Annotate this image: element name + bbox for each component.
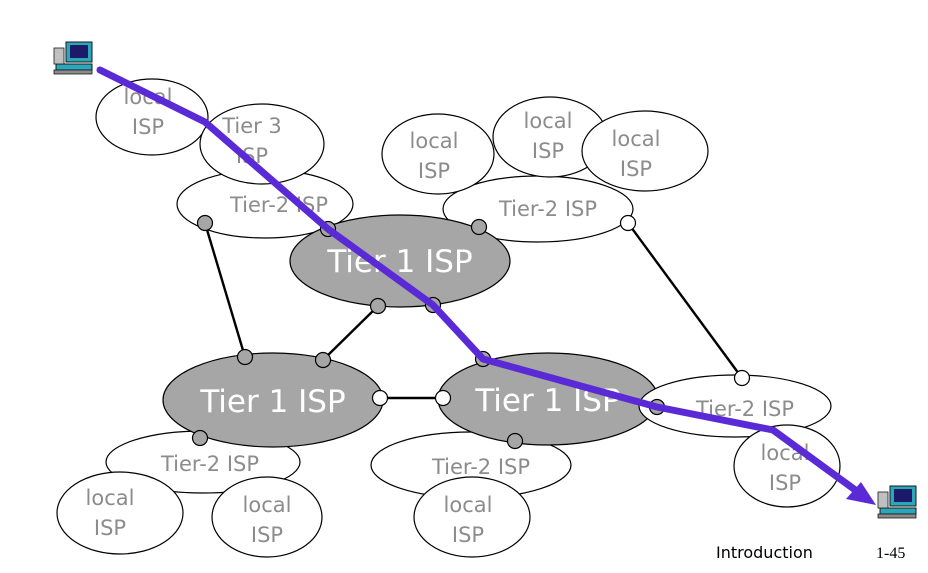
local-isp-label-line1: local (524, 109, 573, 133)
local-isp-label-line2: ISP (532, 139, 564, 163)
computer-icon (877, 485, 917, 519)
tier2-isp-label: Tier-2 ISP (431, 455, 530, 479)
router (369, 297, 387, 315)
local-isp-label-line1: local (86, 486, 135, 510)
tier2-isp-top-left: Tier-2 ISP (176, 169, 354, 239)
router (236, 348, 254, 366)
tier1-label: Tier 1 ISP (199, 384, 345, 420)
local-isp-label-line2: ISP (620, 157, 652, 181)
link-tier2-tl-to-tier1-bl (203, 222, 247, 358)
route-path (96, 66, 862, 496)
local-isp-label-line1: local (410, 129, 459, 153)
link-tier2-tr-to-tier2-br (627, 222, 743, 379)
local-isp-label-line1: local (444, 493, 493, 517)
tier2-isp-bottom-right: Tier-2 ISP (638, 374, 832, 438)
router (470, 218, 488, 236)
router (371, 389, 389, 407)
local-isp-top-right-a: local ISP (381, 113, 495, 195)
tier1-label: Tier 1 ISP (326, 244, 472, 280)
router (196, 214, 214, 232)
local-isp-label-line2: ISP (418, 159, 450, 183)
local-isp-label-line2: ISP (452, 523, 484, 547)
link-tier1-top-to-tier1-bl (322, 305, 379, 361)
router (191, 429, 209, 447)
tier3-label-line1: Tier 3 (221, 114, 282, 138)
local-isp-label-line1: local (612, 127, 661, 151)
computer-icon (53, 41, 93, 75)
local-isp-bottom-left-b: local ISP (211, 476, 323, 558)
route-arrowhead (846, 482, 876, 505)
router (314, 351, 332, 369)
router (619, 214, 637, 232)
local-isp-top-right-c: local ISP (581, 110, 709, 192)
tier2-isp-top-right: Tier-2 ISP (442, 175, 634, 243)
local-isp-label-line2: ISP (251, 523, 283, 547)
tier2-isp-label: Tier-2 ISP (498, 197, 597, 221)
local-isp-bottom-middle: local ISP (413, 476, 531, 558)
local-isp-label-line2: ISP (132, 115, 164, 139)
router (506, 432, 524, 450)
footer-page-number: 1-45 (876, 545, 905, 562)
local-isp-top-right-b: local ISP (492, 96, 608, 178)
local-isp-label-line1: local (243, 493, 292, 517)
local-isp-label-line2: ISP (94, 516, 126, 540)
router (434, 389, 452, 407)
router (733, 369, 751, 387)
local-isp-label-line2: ISP (769, 471, 801, 495)
footer-title: Introduction (716, 543, 813, 562)
tier2-isp-bottom-middle: Tier-2 ISP (370, 431, 572, 499)
tier2-isp-label: Tier-2 ISP (160, 452, 259, 476)
local-isp-bottom-left-a: local ISP (56, 471, 184, 555)
